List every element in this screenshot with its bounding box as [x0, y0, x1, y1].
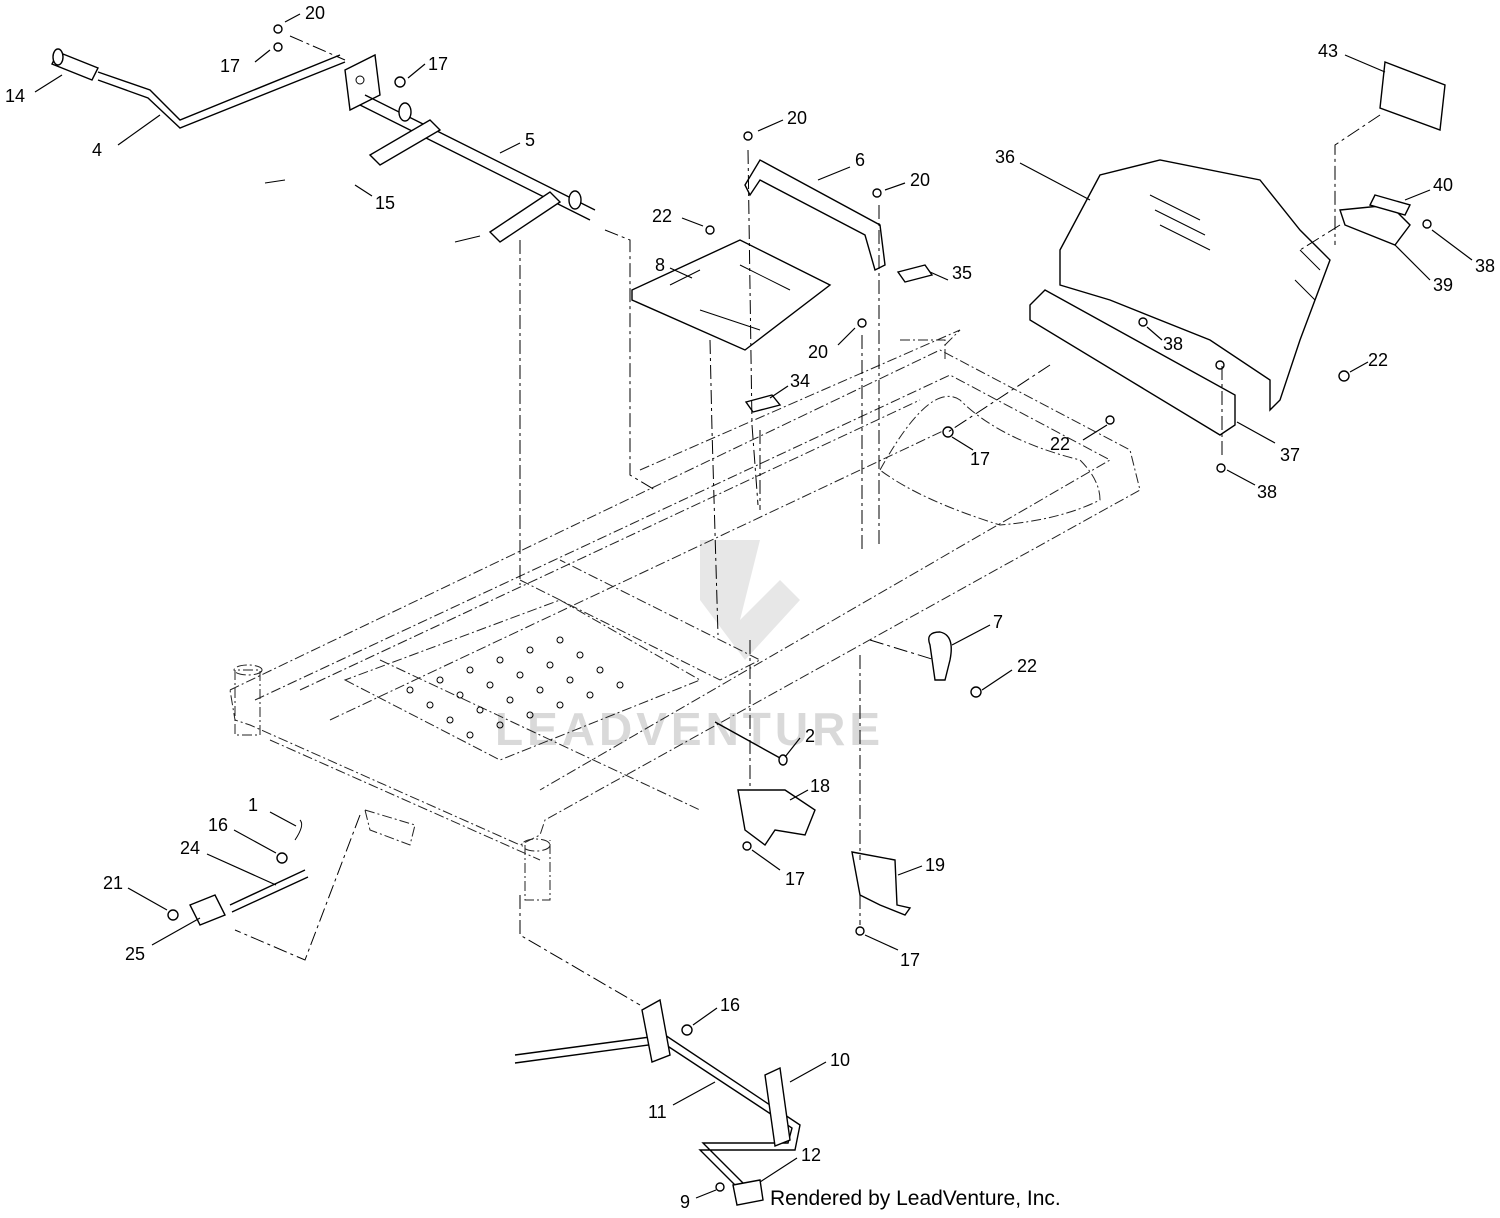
callout-11: 11: [648, 1102, 667, 1122]
callout-6: 6: [855, 150, 865, 170]
render-credit: Rendered by LeadVenture, Inc.: [770, 1187, 1061, 1210]
callout-22: 22: [1017, 656, 1037, 676]
callout-22: 22: [652, 206, 672, 226]
bracket-18: [737, 789, 816, 847]
callout-36: 36: [995, 147, 1015, 167]
callout-35: 35: [952, 263, 972, 283]
callout-20: 20: [910, 170, 930, 190]
pin-rod-24: [189, 869, 309, 926]
callout-10: 10: [830, 1050, 850, 1070]
callout-2: 2: [805, 726, 815, 746]
decal-43: [1379, 61, 1446, 131]
callout-7: 7: [993, 612, 1003, 632]
fasteners: [167, 24, 1432, 1192]
callout-20: 20: [808, 342, 828, 362]
callout-38: 38: [1257, 482, 1277, 502]
seat-rail: [1029, 289, 1236, 436]
callout-17: 17: [220, 56, 240, 76]
callout-17: 17: [900, 950, 920, 970]
leadventure-watermark-logo: [700, 540, 800, 660]
callout-15: 15: [375, 193, 395, 213]
lift-lever-arm: [97, 54, 346, 129]
callout-16: 16: [720, 995, 740, 1015]
callout-16: 16: [208, 815, 228, 835]
callout-1: 1: [248, 795, 258, 815]
watermark-text: LEADVENTURE: [495, 703, 884, 755]
seat-bracket: [744, 159, 886, 272]
callout-17: 17: [785, 869, 805, 889]
callout-38: 38: [1475, 256, 1495, 276]
seat-pan: [1059, 159, 1331, 412]
callout-9: 9: [680, 1192, 690, 1212]
floor-plate-holes: [406, 636, 624, 739]
callouts: 20 17 17 14 4 5 15 20 6 20 22 8 20 35 34…: [5, 3, 1495, 1212]
decal-34: [744, 394, 782, 413]
callout-25: 25: [125, 944, 145, 964]
hook-7: [928, 631, 952, 681]
lever-grip: [51, 48, 99, 81]
callout-21: 21: [103, 873, 123, 893]
lift-shaft: [359, 94, 596, 243]
callout-34: 34: [790, 371, 810, 391]
bracket-19: [851, 851, 912, 916]
callout-22: 22: [1050, 434, 1070, 454]
callout-17: 17: [970, 449, 990, 469]
pedal-lever: [514, 998, 801, 1206]
callout-40: 40: [1433, 175, 1453, 195]
callout-18: 18: [810, 776, 830, 796]
decal-35: [896, 264, 934, 283]
callout-17: 17: [428, 54, 448, 74]
callout-22: 22: [1368, 350, 1388, 370]
callout-8: 8: [655, 255, 665, 275]
pivot-bracket: [344, 53, 381, 112]
bolt-2: [714, 721, 788, 766]
mount-plate: [631, 239, 832, 351]
callout-43: 43: [1318, 41, 1338, 61]
alignment-lines: [234, 35, 1381, 1006]
callout-20: 20: [305, 3, 325, 23]
callout-12: 12: [801, 1145, 821, 1165]
callout-39: 39: [1433, 275, 1453, 295]
callout-19: 19: [925, 855, 945, 875]
callout-38: 38: [1163, 334, 1183, 354]
latch-bracket: [1339, 194, 1412, 246]
callout-4: 4: [92, 140, 102, 160]
callout-14: 14: [5, 86, 25, 106]
callout-37: 37: [1280, 445, 1300, 465]
callout-5: 5: [525, 130, 535, 150]
callout-20: 20: [787, 108, 807, 128]
mower-frame: [229, 329, 1141, 901]
callout-24: 24: [180, 838, 200, 858]
